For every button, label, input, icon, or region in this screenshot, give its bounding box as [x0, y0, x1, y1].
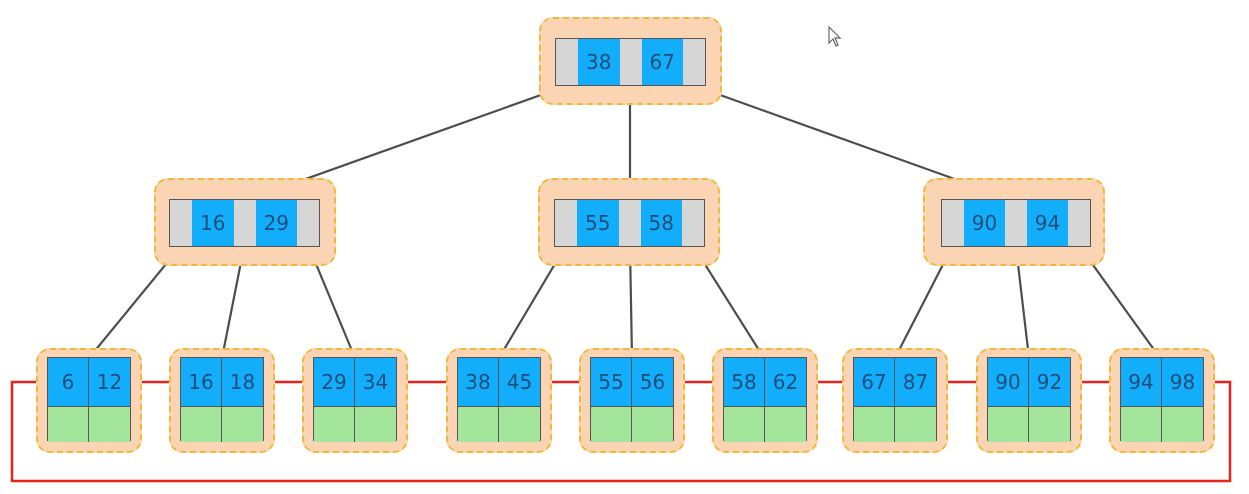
leaf-data-cell	[1029, 406, 1070, 442]
pointer-cell	[618, 200, 641, 246]
leaf-key-cell: 34	[355, 358, 396, 406]
leaf-link-wraparound	[10, 377, 1232, 483]
leaf-key-cell: 62	[765, 358, 806, 406]
internal-node-1-keys: 55 58	[554, 199, 705, 247]
root-node-keys: 38 67	[555, 38, 706, 86]
key-cell: 55	[577, 200, 619, 246]
leaf-data-cell	[988, 406, 1029, 442]
pointer-cell	[556, 39, 578, 85]
leaf-key-cell: 98	[1162, 358, 1203, 406]
leaf-data-cell	[765, 406, 806, 442]
leaf-key-cell: 6	[48, 358, 89, 406]
leaf-key-cell: 18	[222, 358, 263, 406]
key-cell: 90	[964, 200, 1005, 246]
leaf-key-cell: 12	[89, 358, 130, 406]
leaf-data-cell	[724, 406, 765, 442]
pointer-cell	[555, 200, 577, 246]
pointer-cell	[1005, 200, 1027, 246]
pointer-cell	[233, 200, 256, 246]
leaf-key-cell: 38	[458, 358, 499, 406]
leaf-key-cell: 87	[895, 358, 936, 406]
leaf-key-cell: 90	[988, 358, 1029, 406]
pointer-cell	[682, 200, 704, 246]
key-cell: 58	[640, 200, 682, 246]
internal-node-0-keys: 16 29	[169, 199, 320, 247]
leaf-data-cell	[222, 406, 263, 442]
leaf-data-cell	[854, 406, 895, 442]
leaf-key-cell: 45	[499, 358, 540, 406]
leaf-data-cell	[355, 406, 396, 442]
leaf-key-cell: 94	[1121, 358, 1162, 406]
mouse-pointer-icon	[828, 25, 844, 52]
internal-node-2-keys: 90 94	[941, 199, 1091, 247]
leaf-data-cell	[48, 406, 89, 442]
leaf-data-cell	[632, 406, 673, 442]
leaf-key-cell: 55	[591, 358, 632, 406]
leaf-data-cell	[181, 406, 222, 442]
pointer-cell	[170, 200, 192, 246]
leaf-key-cell: 92	[1029, 358, 1070, 406]
leaf-data-cell	[895, 406, 936, 442]
leaf-data-cell	[1121, 406, 1162, 442]
leaf-data-cell	[591, 406, 632, 442]
leaf-data-cell	[458, 406, 499, 442]
leaf-key-cell: 58	[724, 358, 765, 406]
key-cell: 16	[192, 200, 234, 246]
leaf-data-cell	[1162, 406, 1203, 442]
key-cell: 67	[641, 39, 683, 85]
leaf-data-cell	[314, 406, 355, 442]
pointer-cell	[942, 200, 964, 246]
leaf-data-cell	[499, 406, 540, 442]
key-cell: 94	[1027, 200, 1068, 246]
key-cell: 29	[255, 200, 297, 246]
leaf-key-cell: 67	[854, 358, 895, 406]
leaf-key-cell: 16	[181, 358, 222, 406]
pointer-cell	[297, 200, 319, 246]
leaf-data-cell	[89, 406, 130, 442]
pointer-cell	[619, 39, 642, 85]
key-cell: 38	[578, 39, 620, 85]
leaf-key-cell: 56	[632, 358, 673, 406]
pointer-cell	[1068, 200, 1090, 246]
leaf-key-cell: 29	[314, 358, 355, 406]
pointer-cell	[683, 39, 705, 85]
